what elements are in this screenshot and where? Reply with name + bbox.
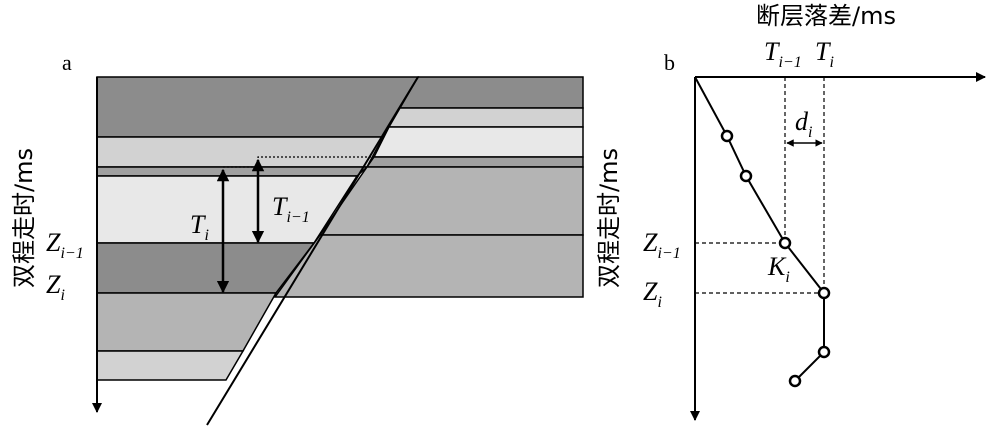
throw-profile-points bbox=[720, 129, 831, 388]
panel-b-label: b bbox=[664, 50, 675, 75]
footwall-layer-1 bbox=[398, 76, 584, 109]
hanging-wall-layer-3 bbox=[96, 166, 369, 177]
profile-point bbox=[817, 345, 831, 359]
hanging-wall-layer-1 bbox=[96, 76, 420, 138]
profile-point bbox=[788, 374, 802, 388]
panel-b: b 断层落差/ms 双程走时/ms Ti−1 Ti di Ki Zi−1 Zi bbox=[595, 2, 986, 421]
footwall-layer-5 bbox=[318, 166, 584, 236]
footwall-layer-6 bbox=[273, 234, 584, 298]
label-z-i-b: Zi bbox=[643, 277, 662, 311]
hanging-wall-layer-5 bbox=[96, 242, 316, 294]
label-d-i: di bbox=[795, 107, 812, 141]
label-t-i-minus-1-b: Ti−1 bbox=[764, 37, 802, 71]
panel-b-x-axis-label: 断层落差/ms bbox=[756, 2, 896, 30]
panel-a: a 双程走时/ms Ti bbox=[10, 50, 584, 426]
label-t-i-a: Ti bbox=[190, 210, 209, 244]
label-z-i-minus-1-a: Zi−1 bbox=[46, 228, 84, 262]
label-z-i-minus-1-b: Zi−1 bbox=[643, 228, 681, 262]
profile-point bbox=[778, 236, 792, 250]
panel-a-label: a bbox=[62, 50, 72, 75]
label-k-i: Ki bbox=[767, 252, 790, 286]
label-t-i-b: Ti bbox=[815, 37, 834, 71]
hanging-wall-layer-4 bbox=[96, 175, 359, 244]
footwall-layer-3 bbox=[372, 126, 584, 158]
hanging-wall-layer-7 bbox=[96, 350, 245, 381]
hanging-wall-layer-2 bbox=[96, 136, 385, 168]
profile-point bbox=[817, 286, 831, 300]
label-t-i-minus-1-a: Ti−1 bbox=[272, 192, 310, 226]
profile-point bbox=[739, 169, 753, 183]
footwall-layers bbox=[273, 76, 584, 298]
fault-plane bbox=[206, 76, 419, 426]
panel-a-y-axis-label: 双程走时/ms bbox=[10, 148, 38, 288]
profile-point bbox=[720, 129, 734, 143]
label-z-i-a: Zi bbox=[46, 270, 65, 304]
footwall-layer-4 bbox=[365, 156, 584, 168]
hanging-wall-layer-6 bbox=[96, 292, 278, 352]
footwall-layer-2 bbox=[387, 107, 584, 128]
panel-b-y-axis-label: 双程走时/ms bbox=[595, 148, 623, 288]
